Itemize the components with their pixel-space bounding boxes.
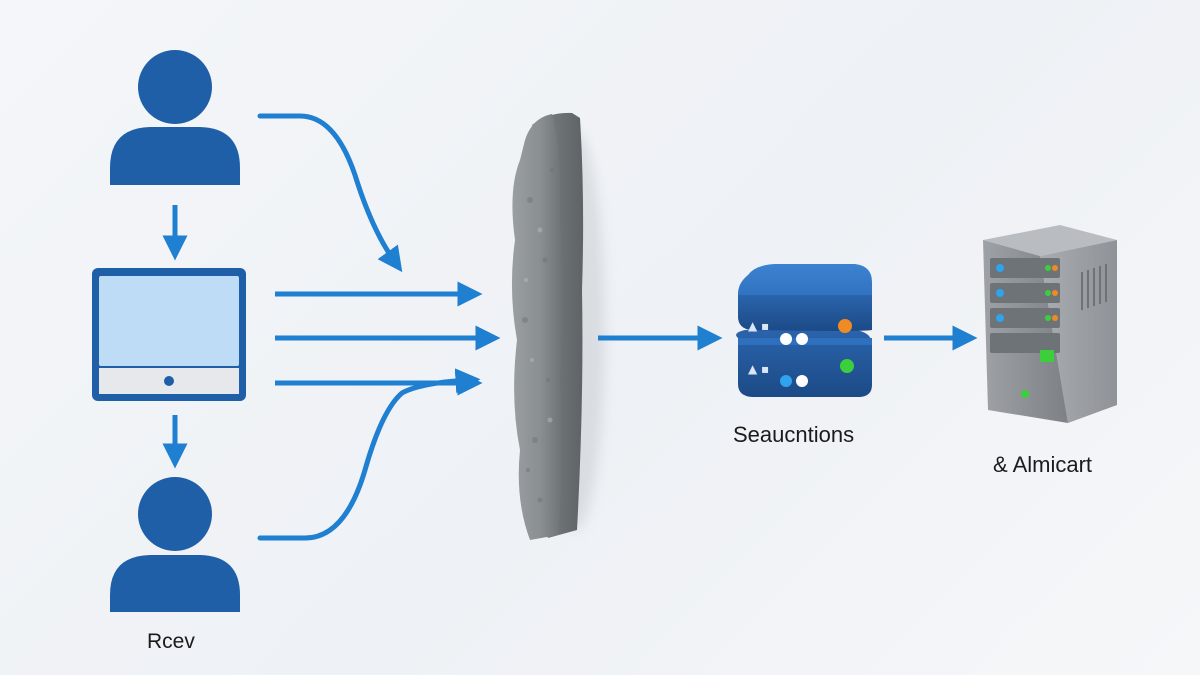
monitor-icon — [92, 268, 246, 401]
stone-wall-icon — [511, 112, 605, 540]
user-icon-bottom — [110, 477, 240, 612]
user-icon-top — [110, 50, 240, 185]
arrow-curve-top — [257, 113, 403, 273]
switch-label: Seaucntions — [733, 422, 855, 447]
svg-text:▲ ▪: ▲ ▪ — [748, 319, 769, 333]
server-tower-icon — [983, 225, 1117, 423]
bottom-user-label: Rcev — [147, 630, 195, 653]
svg-text:▲ ▪: ▲ ▪ — [748, 362, 769, 376]
arrow-curve-bottom — [257, 368, 481, 541]
network-switch-icon: ▲ ▪ ▲ ▪ — [736, 264, 872, 397]
server-label: & Almicart — [993, 452, 1093, 477]
